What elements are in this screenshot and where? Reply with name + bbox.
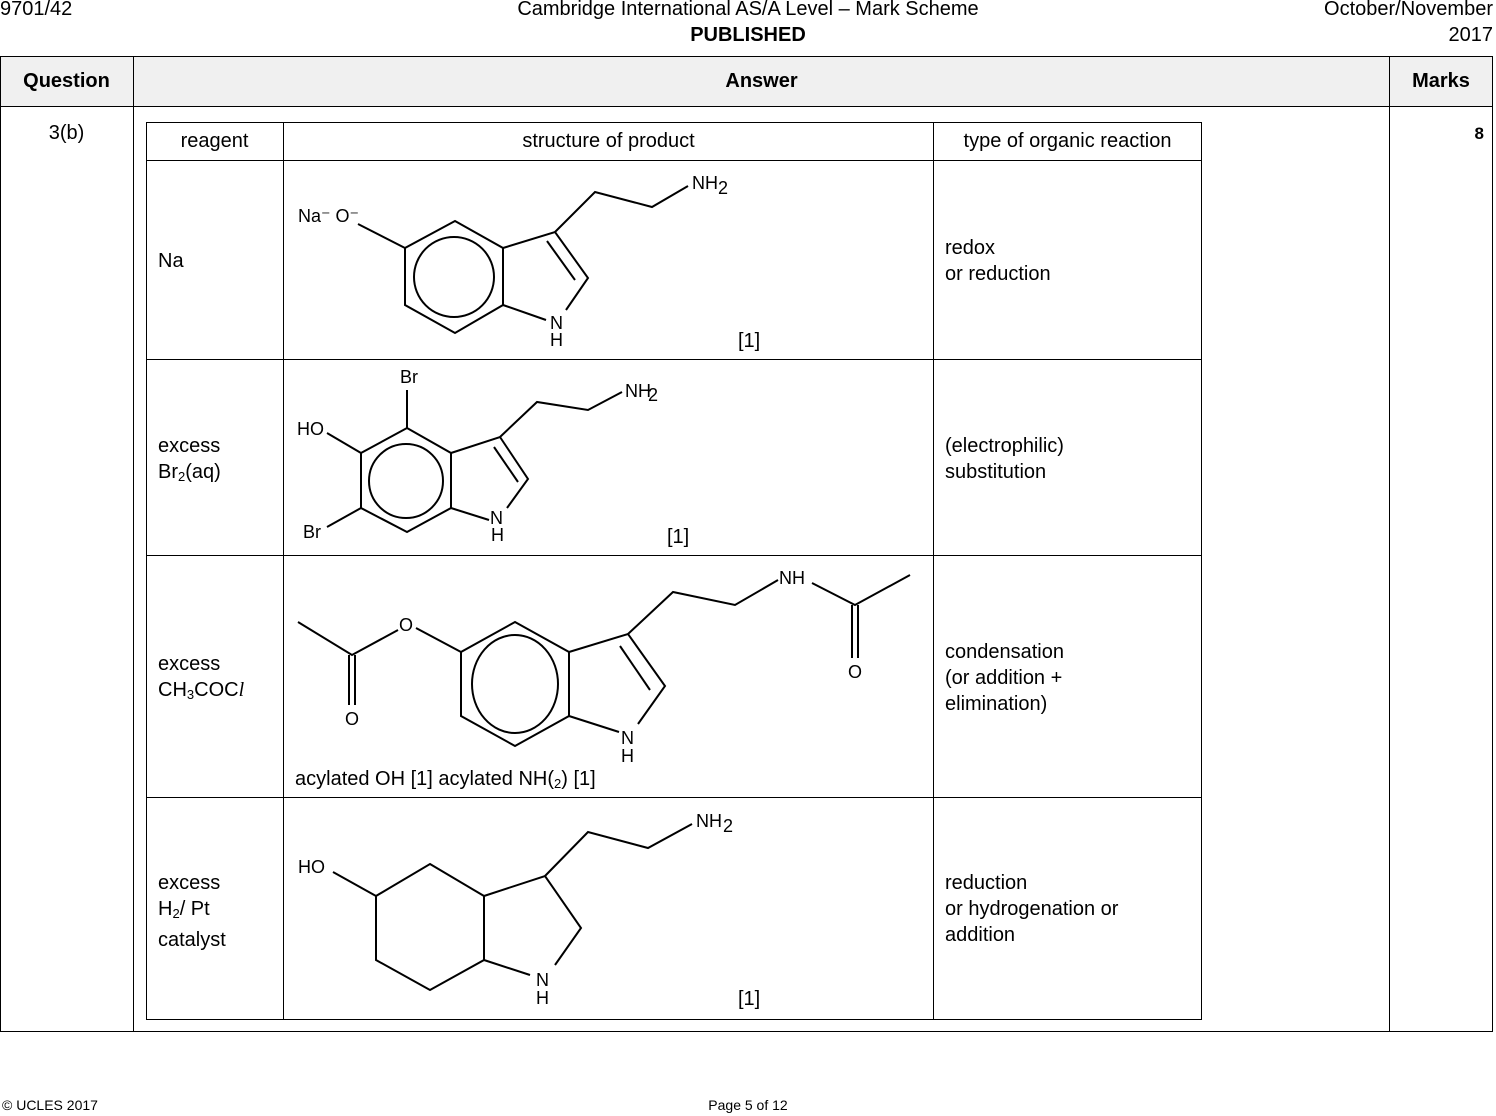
acylation-caption: acylated OH [1] acylated NH(2) [1]	[295, 768, 596, 791]
divider	[146, 359, 1201, 360]
svg-text:Br: Br	[400, 367, 418, 387]
footer-copyright: © UCLES 2017	[2, 1097, 98, 1113]
divider	[146, 555, 1201, 556]
svg-text:HO: HO	[297, 419, 324, 439]
inner-header-reagent: reagent	[180, 130, 249, 152]
svg-text:NH: NH	[779, 568, 805, 588]
mark-2: [1]	[667, 526, 690, 548]
status-label: PUBLISHED	[690, 24, 806, 46]
divider	[933, 122, 934, 1019]
divider	[283, 122, 284, 1019]
divider	[146, 797, 1201, 798]
svg-text:H: H	[536, 988, 549, 1008]
oxide-label: Na⁻ O⁻	[298, 206, 359, 226]
mark-1: [1]	[738, 330, 761, 352]
divider	[0, 106, 1492, 107]
divider	[133, 56, 134, 1031]
reaction-type-2: (electrophilic)substitution	[945, 435, 1064, 483]
svg-text:N: N	[490, 508, 503, 528]
svg-text:O: O	[399, 615, 413, 635]
divider	[146, 160, 1201, 161]
svg-text:O: O	[848, 662, 862, 682]
doc-title: Cambridge International AS/A Level – Mar…	[517, 0, 979, 20]
svg-text:2: 2	[648, 385, 658, 405]
svg-text:H: H	[491, 525, 504, 545]
amine-label: NH	[692, 173, 718, 193]
svg-text:NH: NH	[696, 811, 722, 831]
question-number: 3(b)	[48, 122, 85, 144]
inner-header-structure: structure of product	[522, 130, 695, 152]
header-row	[1, 57, 1492, 106]
mark-4: [1]	[738, 988, 761, 1010]
svg-text:N: N	[536, 970, 549, 990]
column-header-answer: Answer	[725, 70, 798, 92]
svg-text:NH: NH	[625, 381, 651, 401]
reaction-type-3: condensation(or addition +elimination)	[945, 641, 1064, 715]
svg-text:N: N	[550, 313, 563, 333]
column-header-question: Question	[23, 70, 110, 92]
year: 2017	[1448, 24, 1494, 46]
svg-text:Br: Br	[303, 522, 321, 542]
session: October/November	[1324, 0, 1493, 20]
inner-table	[146, 122, 1202, 1020]
svg-text:O: O	[345, 709, 359, 729]
column-header-marks: Marks	[1412, 70, 1470, 92]
reagent-na: Na	[158, 250, 184, 272]
divider	[1389, 56, 1390, 1031]
marks-value: 8	[1474, 124, 1484, 143]
svg-text:H: H	[621, 746, 634, 766]
svg-text:2: 2	[718, 178, 728, 198]
paper-code: 9701/42	[0, 0, 73, 20]
svg-text:HO: HO	[298, 857, 325, 877]
inner-header-reaction: type of organic reaction	[963, 130, 1172, 152]
svg-text:N: N	[621, 728, 634, 748]
outer-table	[0, 56, 1493, 1032]
svg-text:H: H	[550, 330, 563, 350]
svg-text:2: 2	[723, 816, 733, 836]
footer-page-number: Page 5 of 12	[708, 1097, 788, 1113]
